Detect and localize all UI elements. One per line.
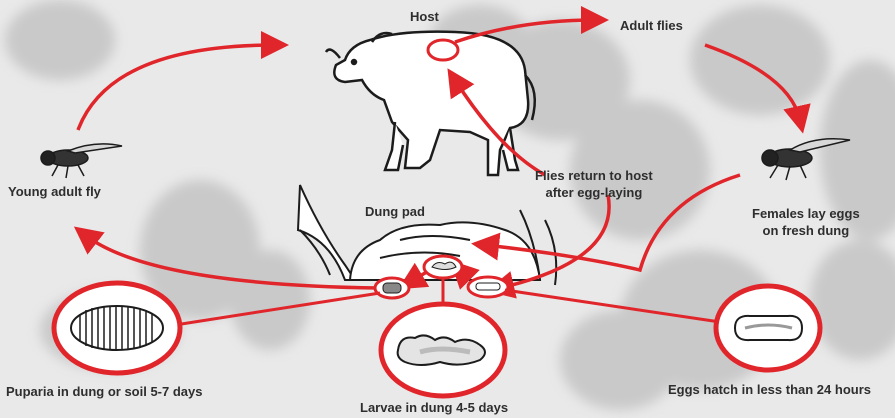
larvae-detail-circle	[381, 304, 505, 396]
label-puparia: Puparia in dung or soil 5-7 days	[6, 383, 203, 400]
label-host: Host	[410, 8, 439, 25]
label-females-lay-line1: Females lay eggs	[752, 205, 860, 222]
egg-spot-highlight	[428, 40, 458, 60]
label-females-lay-eggs: Females lay eggs on fresh dung	[752, 205, 860, 239]
label-females-lay-line2: on fresh dung	[752, 222, 860, 239]
label-flies-return-line1: Flies return to host	[535, 167, 653, 184]
egg-detail-circle	[716, 286, 820, 370]
label-young-adult-fly: Young adult fly	[8, 183, 101, 200]
label-flies-return: Flies return to host after egg-laying	[535, 167, 653, 201]
label-dung-pad: Dung pad	[365, 203, 425, 220]
arrow-adult-to-female	[705, 45, 800, 120]
label-adult-flies: Adult flies	[620, 17, 683, 34]
puparia-detail-circle	[54, 283, 180, 373]
label-flies-return-line2: after egg-laying	[535, 184, 653, 201]
adult-fly-illustration	[762, 139, 850, 180]
label-larvae: Larvae in dung 4-5 days	[360, 399, 508, 416]
young-adult-fly-illustration	[41, 144, 122, 178]
label-eggs-hatch: Eggs hatch in less than 24 hours	[668, 381, 871, 398]
arrow-young-to-host	[78, 45, 275, 130]
